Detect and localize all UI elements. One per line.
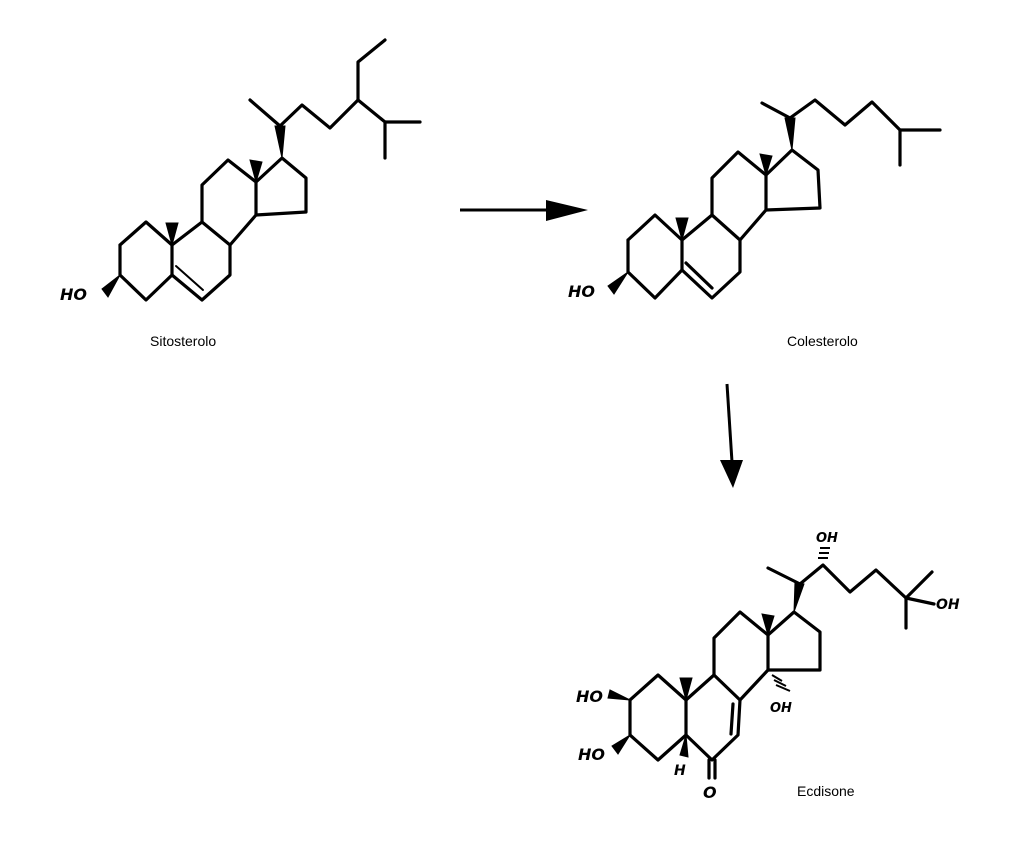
sitosterol-structure: HO — [60, 38, 422, 304]
c14-hydroxyl-label: OH — [770, 701, 792, 716]
cholesterol-caption: Colesterolo — [787, 333, 858, 349]
sitosterol-caption: Sitosterolo — [150, 333, 217, 349]
c3-hydroxyl-label: HO — [578, 745, 605, 764]
c25-hydroxyl-label: OH — [936, 597, 960, 613]
cholesterol-hydroxyl-label: HO — [568, 282, 595, 301]
cholesterol-structure: HO — [568, 98, 942, 301]
c18-methyl-wedge — [761, 613, 775, 637]
sitosterol-hydroxyl-label: HO — [60, 285, 87, 304]
c19-methyl-wedge — [165, 222, 179, 247]
c6-ketone-oxygen-label: O — [703, 783, 717, 802]
arrow-sitosterol-to-cholesterol — [460, 200, 588, 221]
c19-methyl-wedge — [675, 217, 689, 242]
c18-methyl-wedge — [759, 153, 773, 177]
c5-hydrogen-label: H — [674, 763, 686, 779]
c2-hydroxyl-label: HO — [576, 687, 603, 706]
c18-methyl-wedge — [249, 159, 263, 184]
ecdysone-structure: O OH H HO HO OH OH — [576, 531, 960, 802]
c22-hydroxyl-label: OH — [816, 531, 838, 546]
ecdysone-caption: Ecdisone — [797, 783, 855, 799]
c19-methyl-wedge — [679, 677, 693, 702]
arrow-cholesterol-to-ecdysone — [720, 383, 743, 488]
